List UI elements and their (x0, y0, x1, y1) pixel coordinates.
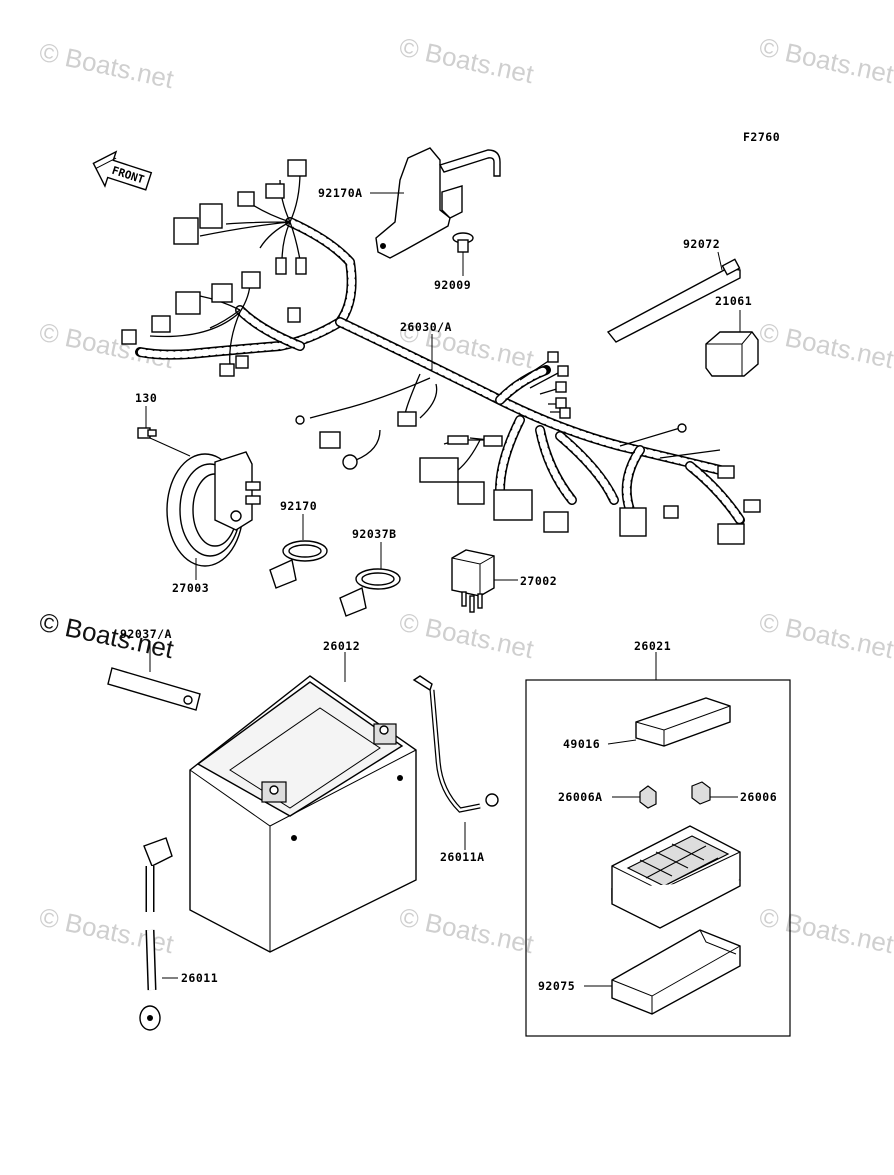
label-92170a: 92170A (318, 186, 363, 200)
watermark: © Boats.net (397, 32, 537, 90)
label-130: 130 (135, 391, 157, 405)
bolt-130 (137, 406, 157, 439)
label-26006a: 26006A (558, 790, 603, 804)
clamp-92170 (269, 514, 328, 589)
figure-code: F2760 (743, 130, 780, 144)
watermark: © Boats.net (757, 32, 894, 90)
label-92075: 92075 (538, 979, 575, 993)
watermark: © Boats.net (37, 37, 177, 95)
label-26021: 26021 (634, 639, 671, 653)
label-27002: 27002 (520, 574, 557, 588)
label-27003: 27003 (172, 581, 209, 595)
label-26030a: 26030/A (400, 320, 452, 334)
label-26011a: 26011A (440, 850, 485, 864)
watermark: © Boats.net (397, 902, 537, 960)
label-92170: 92170 (280, 499, 317, 513)
label-26012: 26012 (323, 639, 360, 653)
part-labels: 92170A 92009 92072 21061 26030/A 130 921… (120, 186, 777, 993)
battery-26012 (189, 652, 417, 953)
watermark: © Boats.net (37, 902, 177, 960)
clamp-92037b (339, 542, 401, 617)
horn-27003 (149, 437, 261, 580)
watermark: © Boats.net (757, 317, 894, 375)
watermark: © Boats.net (757, 607, 894, 665)
main-harness-26030a (121, 159, 761, 545)
relay-27002 (451, 549, 518, 613)
relay-21061 (705, 310, 759, 377)
watermark: © Boats.net (397, 607, 537, 665)
strap-92037a (107, 641, 201, 711)
label-92072: 92072 (683, 237, 720, 251)
label-92009: 92009 (434, 278, 471, 292)
label-92037a: 92037/A (120, 627, 172, 641)
label-26006: 26006 (740, 790, 777, 804)
label-92037b: 92037B (352, 527, 397, 541)
cable-26011a (412, 675, 499, 850)
cable-26011 (139, 837, 178, 1031)
front-arrow-icon: FRONT (92, 150, 153, 191)
label-26011: 26011 (181, 971, 218, 985)
label-21061: 21061 (715, 294, 752, 308)
watermark: © Boats.net (757, 902, 894, 960)
fuse-box-assembly-26021 (525, 652, 791, 1037)
label-49016: 49016 (563, 737, 600, 751)
tie-band-92072 (606, 251, 741, 343)
bolt-92009 (452, 232, 474, 276)
bracket-92170a (375, 147, 501, 259)
leader-lines (370, 192, 433, 370)
